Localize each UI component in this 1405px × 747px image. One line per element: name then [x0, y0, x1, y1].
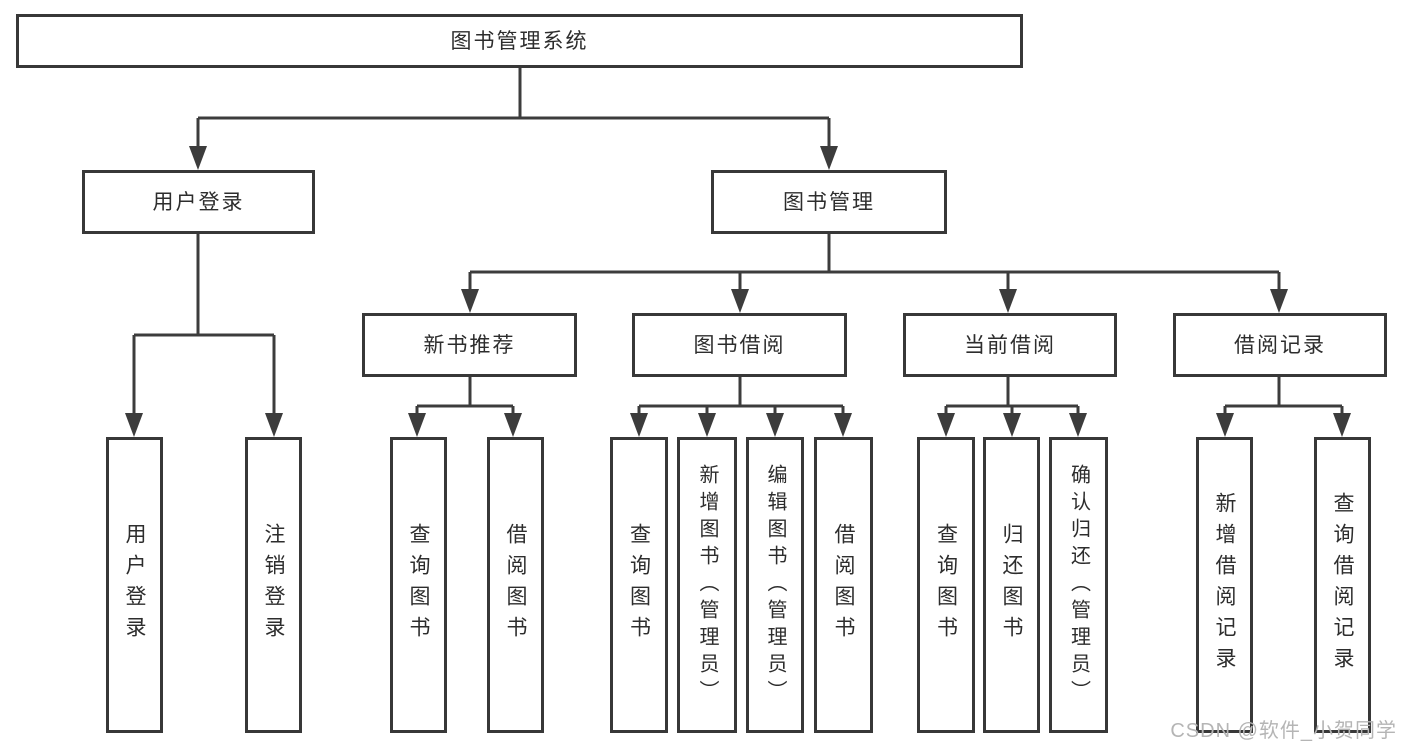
leaf-query-books: 查询图书 — [917, 437, 975, 733]
leaf-user-login: 用户登录 — [106, 437, 163, 733]
leaf-add-borrow-record: 新增借阅记录 — [1196, 437, 1253, 733]
leaf-query-borrow-record: 查询借阅记录 — [1314, 437, 1371, 733]
leaf-query-books: 查询图书 — [390, 437, 447, 733]
leaf-add-books-admin: 新增图书（管理员） — [677, 437, 737, 733]
node-book-management: 图书管理 — [711, 170, 947, 234]
leaf-return-books: 归还图书 — [983, 437, 1040, 733]
node-user-login: 用户登录 — [82, 170, 315, 234]
node-library-management-system: 图书管理系统 — [16, 14, 1023, 68]
leaf-confirm-return-admin: 确认归还（管理员） — [1049, 437, 1108, 733]
node-borrowing-records: 借阅记录 — [1173, 313, 1387, 377]
leaf-borrow-books: 借阅图书 — [487, 437, 544, 733]
leaf-logout: 注销登录 — [245, 437, 302, 733]
leaf-query-books: 查询图书 — [610, 437, 668, 733]
node-new-book-recommend: 新书推荐 — [362, 313, 577, 377]
leaf-borrow-books: 借阅图书 — [814, 437, 873, 733]
node-current-borrowing: 当前借阅 — [903, 313, 1117, 377]
leaf-edit-books-admin: 编辑图书（管理员） — [746, 437, 804, 733]
watermark: CSDN @软件_小贺同学 — [1170, 720, 1397, 742]
node-book-borrowing: 图书借阅 — [632, 313, 847, 377]
